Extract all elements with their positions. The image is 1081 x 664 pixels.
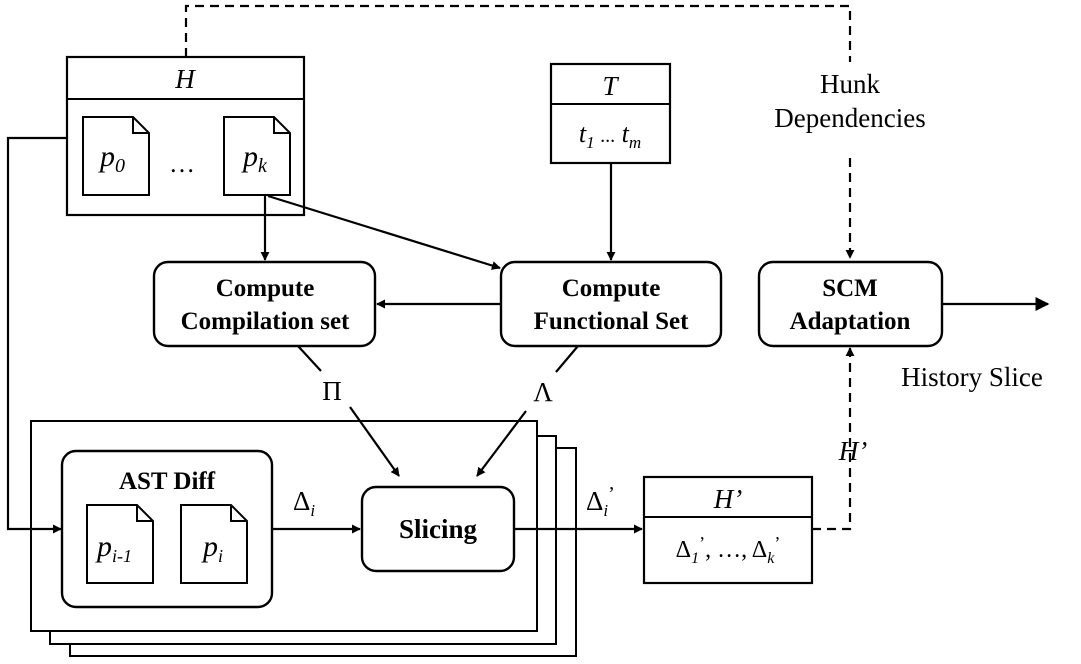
svg-text:Compilation set: Compilation set	[181, 308, 350, 335]
svg-text:Compute: Compute	[216, 275, 315, 302]
history-box-title: H	[174, 64, 196, 94]
hunk-dependencies-line1: Hunk	[820, 69, 880, 99]
h-prime-to-scm-dashed-arrow	[812, 347, 855, 531]
h-prime-label: H’	[838, 436, 868, 466]
compute-compilation-set-node: Compute Compilation set	[152, 260, 377, 348]
functional-to-lambda-line	[555, 345, 579, 373]
compilation-to-pi-line	[297, 345, 322, 372]
hunk-dependencies-dashed-line	[184, 4, 852, 62]
svg-text:Functional Set: Functional Set	[534, 308, 690, 335]
compute-functional-set-node: Compute Functional Set	[499, 260, 723, 348]
slicing-node: Slicing	[360, 485, 516, 573]
file-pi-label: pi	[201, 530, 223, 566]
pi-symbol: Π	[322, 376, 342, 406]
tests-box-title: T	[602, 71, 619, 101]
ast-diff-title: AST Diff	[119, 468, 216, 495]
h-prime-box-content: Δ1’, …, Δk’	[676, 533, 781, 567]
ast-diff-box: AST Diff pi-1 pi	[60, 449, 274, 609]
svg-text:Slicing: Slicing	[399, 514, 478, 544]
svg-text:Adaptation: Adaptation	[790, 308, 911, 335]
delta-i-prime-label: Δi’	[586, 483, 615, 520]
h-prime-box: H’ Δ1’, …, Δk’	[642, 475, 814, 585]
svg-text:Compute: Compute	[562, 275, 661, 302]
svg-text:SCM: SCM	[822, 275, 878, 302]
delta-i-label: Δi	[293, 486, 315, 520]
file-pi-1-label: pi-1	[95, 530, 132, 566]
history-box: H p0 … pk	[65, 55, 306, 217]
arrow-history-to-ast-diff	[6, 136, 67, 534]
arrow-lambda-to-slicing	[476, 410, 527, 477]
scm-adaptation-node: SCM Adaptation	[757, 260, 944, 348]
h-prime-box-title: H’	[713, 484, 743, 514]
file-ellipsis: …	[169, 149, 195, 178]
arrow-pk-to-functional	[267, 194, 501, 270]
lambda-symbol: Λ	[533, 377, 553, 407]
tests-box: T t1...tm	[549, 62, 672, 165]
file-pk-label: pk	[241, 140, 268, 177]
history-slice-label: History Slice	[901, 362, 1043, 392]
tests-box-content: t1...tm	[579, 119, 641, 152]
file-p0-label: p0	[98, 140, 125, 177]
arrow-pi-to-slicing	[349, 406, 400, 477]
hunk-dependencies-line2: Dependencies	[774, 103, 925, 133]
